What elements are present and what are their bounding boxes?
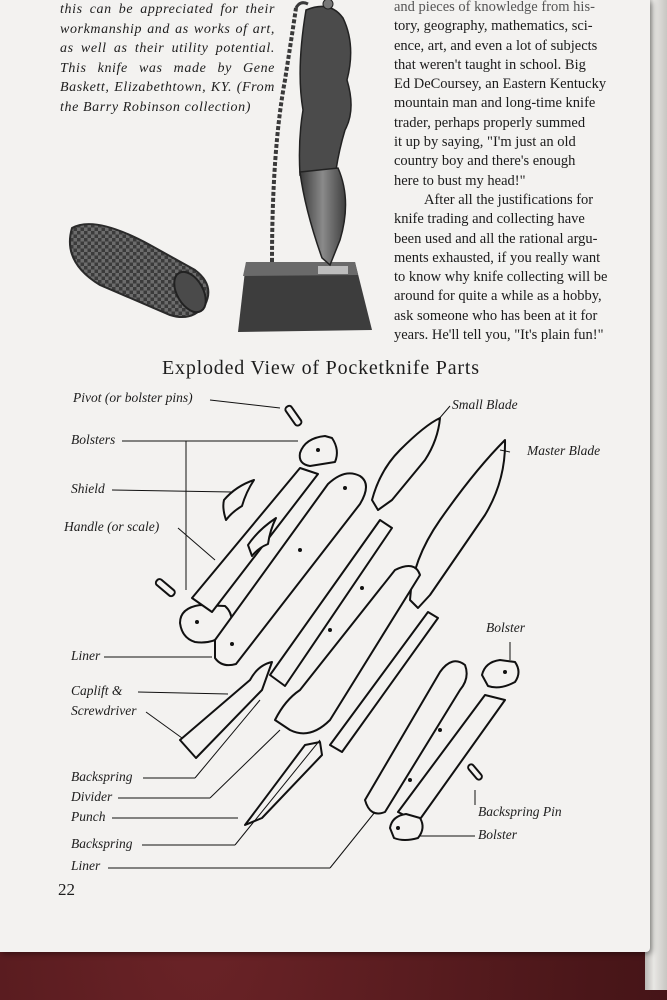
pivot-pin bbox=[154, 578, 176, 598]
label-bolster-top: Bolster bbox=[486, 620, 525, 635]
text-line: here to bust my head!" bbox=[394, 172, 526, 189]
text-line: years. He'll tell you, "It's plain fun!" bbox=[394, 327, 604, 344]
text-line: ments exhausted, if you really want bbox=[394, 249, 601, 266]
liner bbox=[214, 472, 367, 667]
pivot-pin bbox=[284, 404, 303, 427]
label-punch: Punch bbox=[71, 809, 106, 824]
right-bolster-top bbox=[481, 659, 520, 689]
next-page-edge bbox=[645, 0, 667, 990]
label-pivot: Pivot (or bolster pins) bbox=[73, 390, 193, 405]
label-shield: Shield bbox=[71, 481, 105, 496]
leader-lines bbox=[104, 399, 511, 869]
text-line: been used and all the rational argu- bbox=[394, 230, 598, 247]
text-line: mountain man and long-time knife bbox=[394, 95, 596, 112]
woven-sheath bbox=[68, 223, 210, 318]
photo-caption: this can be appreciated for their workma… bbox=[60, 2, 275, 115]
text-line: to know why knife collecting will be bbox=[394, 269, 608, 286]
label-handle: Handle (or scale) bbox=[64, 519, 160, 534]
shield bbox=[222, 479, 255, 521]
text-line: ence, art, and even a lot of subjects bbox=[394, 37, 598, 54]
punch bbox=[244, 741, 323, 826]
backspring bbox=[269, 519, 393, 687]
knife-photo bbox=[68, 0, 372, 332]
label-liner-2: Liner bbox=[71, 858, 101, 873]
label-bolster-bottom: Bolster bbox=[478, 827, 517, 842]
label-backspring: Backspring bbox=[71, 769, 133, 784]
text-line: and pieces of knowledge from his- bbox=[394, 0, 595, 15]
text-line: After all the justifications for bbox=[424, 191, 594, 208]
right-bolster-bottom bbox=[389, 813, 424, 841]
book-page: this can be appreciated for their workma… bbox=[0, 0, 650, 952]
divider bbox=[274, 565, 421, 735]
text-line: knife trading and collecting have bbox=[394, 211, 585, 228]
caplift-screwdriver bbox=[179, 661, 273, 759]
label-liner: Liner bbox=[71, 648, 101, 663]
exploded-diagram bbox=[104, 399, 520, 869]
backspring-pin bbox=[467, 763, 483, 781]
text-line: Ed DeCoursey, an Eastern Kentucky bbox=[394, 76, 607, 93]
page-number: 22 bbox=[58, 880, 75, 899]
text-line: it up by saying, "I'm just an old bbox=[394, 134, 576, 151]
text-line: that weren't taught in school. Big bbox=[394, 56, 586, 73]
label-divider: Divider bbox=[71, 789, 113, 804]
backspring-2 bbox=[329, 611, 439, 753]
backspring-liner bbox=[364, 660, 468, 815]
label-master-blade: Master Blade bbox=[527, 443, 601, 458]
fixed-blade-knife bbox=[298, 0, 352, 267]
text-line: around for quite a while as a hobby, bbox=[394, 288, 602, 305]
label-screwdriver: Screwdriver bbox=[71, 703, 137, 718]
text-line: ask someone who has been at it for bbox=[394, 307, 598, 324]
label-small-blade: Small Blade bbox=[452, 397, 518, 412]
text-line: trader, perhaps properly summed bbox=[394, 114, 586, 131]
label-caplift: Caplift & bbox=[71, 683, 123, 698]
text-line: tory, geography, mathematics, sci- bbox=[394, 18, 593, 35]
diagram-title: Exploded View of Pocketknife Parts bbox=[162, 357, 480, 379]
shield bbox=[247, 517, 277, 557]
label-backspring-pin: Backspring Pin bbox=[478, 804, 562, 819]
rivet-holes bbox=[195, 448, 507, 830]
label-backspring-liner: Backspring bbox=[71, 836, 133, 851]
master-blade bbox=[409, 439, 507, 609]
small-blade bbox=[371, 417, 441, 511]
display-stand bbox=[238, 1, 372, 332]
label-bolsters: Bolsters bbox=[71, 432, 116, 447]
article-text: and pieces of knowledge from his- tory, … bbox=[394, 0, 630, 345]
text-line: country boy and there's enough bbox=[394, 153, 576, 170]
